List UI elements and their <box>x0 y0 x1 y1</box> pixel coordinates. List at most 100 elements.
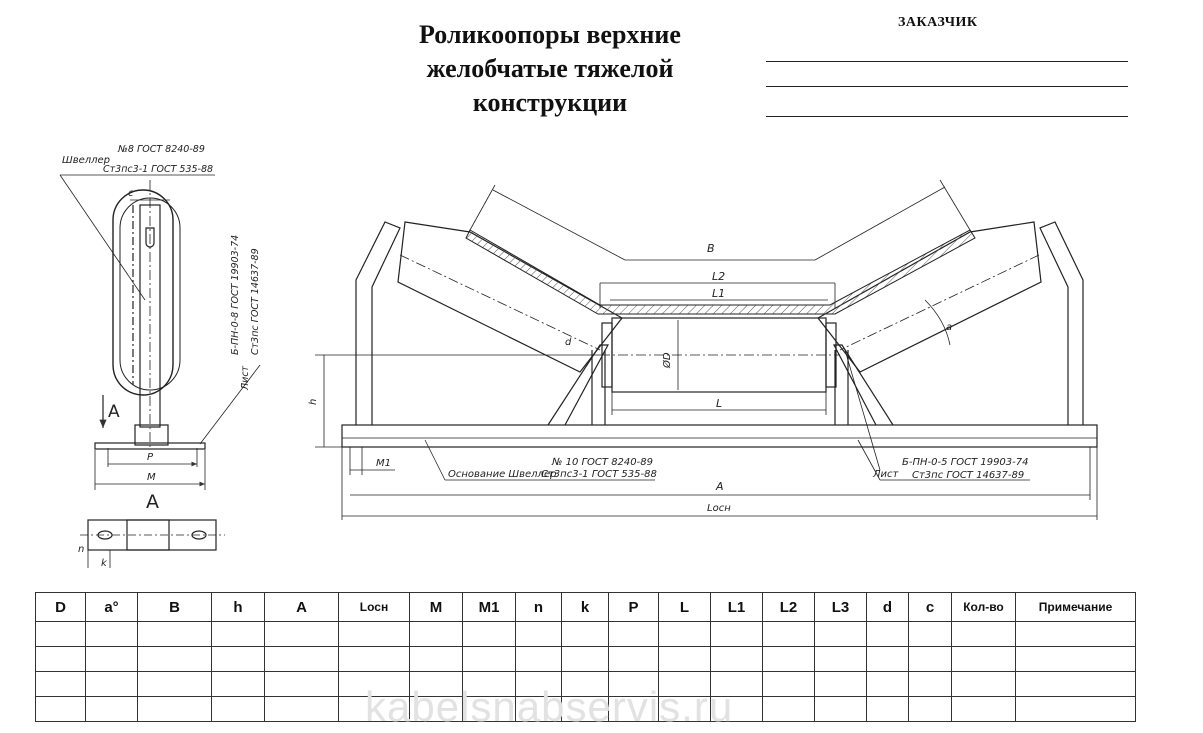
view-A-label: A <box>146 491 159 513</box>
table-cell[interactable] <box>211 696 265 722</box>
header-L2: L2 <box>762 592 815 622</box>
table-cell[interactable] <box>338 646 410 672</box>
technical-drawing: Швеллер №8 ГОСТ 8240-89 Ст3пс3-1 ГОСТ 53… <box>59 144 1098 569</box>
table-cell[interactable] <box>338 696 410 722</box>
table-cell[interactable] <box>561 671 609 697</box>
table-cell[interactable] <box>762 621 815 647</box>
table-cell[interactable] <box>710 696 763 722</box>
front-sheet-gost: Б-ПН-0-5 ГОСТ 19903-74 <box>902 457 1028 468</box>
header-P: P <box>608 592 659 622</box>
table-cell[interactable] <box>35 696 86 722</box>
table-cell[interactable] <box>35 646 86 672</box>
table-cell[interactable] <box>35 671 86 697</box>
header-A: A <box>264 592 339 622</box>
table-cell[interactable] <box>85 696 138 722</box>
table-cell[interactable] <box>561 696 609 722</box>
header-a: a° <box>85 592 138 622</box>
dim-a: a <box>946 322 952 333</box>
header-n: n <box>515 592 562 622</box>
table-cell[interactable] <box>762 671 815 697</box>
table-cell[interactable] <box>908 671 952 697</box>
table-cell[interactable] <box>137 621 212 647</box>
table-cell[interactable] <box>908 696 952 722</box>
table-cell[interactable] <box>658 646 711 672</box>
table-cell[interactable] <box>264 696 339 722</box>
table-cell[interactable] <box>137 696 212 722</box>
table-cell[interactable] <box>137 671 212 697</box>
table-cell[interactable] <box>608 621 659 647</box>
table-cell[interactable] <box>908 621 952 647</box>
side-channel-steel: Ст3пс3-1 ГОСТ 535-88 <box>103 164 213 175</box>
table-cell[interactable] <box>1015 646 1136 672</box>
table-cell[interactable] <box>85 621 138 647</box>
side-sheet-gost: Б-ПН-0-8 ГОСТ 19903-74 <box>230 235 241 355</box>
front-sheet-label: Лист <box>872 469 900 480</box>
table-cell[interactable] <box>462 646 516 672</box>
dim-D: ØD <box>661 352 673 369</box>
table-cell[interactable] <box>211 671 265 697</box>
table-cell[interactable] <box>608 646 659 672</box>
customer-line-3[interactable] <box>766 116 1128 117</box>
table-cell[interactable] <box>908 646 952 672</box>
table-cell[interactable] <box>409 646 463 672</box>
table-cell[interactable] <box>561 621 609 647</box>
table-cell[interactable] <box>658 621 711 647</box>
table-cell[interactable] <box>137 646 212 672</box>
table-cell[interactable] <box>866 696 909 722</box>
table-cell[interactable] <box>264 671 339 697</box>
table-cell[interactable] <box>85 646 138 672</box>
table-cell[interactable] <box>264 646 339 672</box>
front-sheet-steel: Ст3пс ГОСТ 14637-89 <box>912 470 1024 481</box>
table-cell[interactable] <box>658 696 711 722</box>
customer-label: ЗАКАЗЧИК <box>898 15 978 30</box>
table-cell[interactable] <box>338 671 410 697</box>
table-cell[interactable] <box>866 671 909 697</box>
table-cell[interactable] <box>515 696 562 722</box>
table-cell[interactable] <box>85 671 138 697</box>
table-cell[interactable] <box>951 646 1016 672</box>
table-cell[interactable] <box>951 621 1016 647</box>
table-cell[interactable] <box>762 646 815 672</box>
table-cell[interactable] <box>608 671 659 697</box>
table-cell[interactable] <box>951 696 1016 722</box>
table-cell[interactable] <box>35 621 86 647</box>
table-cell[interactable] <box>951 671 1016 697</box>
dim-h: h <box>308 399 319 405</box>
table-cell[interactable] <box>710 646 763 672</box>
document-title: Роликоопоры верхние желобчатые тяжелой к… <box>390 18 710 120</box>
table-cell[interactable] <box>814 621 867 647</box>
table-cell[interactable] <box>814 696 867 722</box>
table-cell[interactable] <box>462 621 516 647</box>
table-cell[interactable] <box>866 646 909 672</box>
table-cell[interactable] <box>561 646 609 672</box>
table-cell[interactable] <box>338 621 410 647</box>
table-cell[interactable] <box>814 671 867 697</box>
table-cell[interactable] <box>409 671 463 697</box>
table-cell[interactable] <box>515 671 562 697</box>
customer-line-2[interactable] <box>766 86 1128 87</box>
table-cell[interactable] <box>515 621 562 647</box>
table-cell[interactable] <box>1015 671 1136 697</box>
table-cell[interactable] <box>264 621 339 647</box>
table-row <box>35 621 1136 647</box>
table-cell[interactable] <box>866 621 909 647</box>
spec-header-row: D a° B h A Lосн M M1 n k P L L1 L2 L3 d … <box>35 592 1136 622</box>
table-cell[interactable] <box>409 621 463 647</box>
dim-d: d <box>565 337 572 348</box>
header-c: c <box>908 592 952 622</box>
table-cell[interactable] <box>211 621 265 647</box>
table-cell[interactable] <box>814 646 867 672</box>
header-D: D <box>35 592 86 622</box>
table-cell[interactable] <box>710 621 763 647</box>
customer-line-1[interactable] <box>766 61 1128 62</box>
table-cell[interactable] <box>211 646 265 672</box>
header-L1: L1 <box>710 592 763 622</box>
table-cell[interactable] <box>1015 621 1136 647</box>
table-cell[interactable] <box>409 696 463 722</box>
dim-B: B <box>707 242 715 255</box>
table-cell[interactable] <box>1015 696 1136 722</box>
side-channel-label: Швеллер <box>62 155 110 166</box>
side-arrow-A: A <box>108 402 120 422</box>
table-cell[interactable] <box>515 646 562 672</box>
table-cell[interactable] <box>762 696 815 722</box>
